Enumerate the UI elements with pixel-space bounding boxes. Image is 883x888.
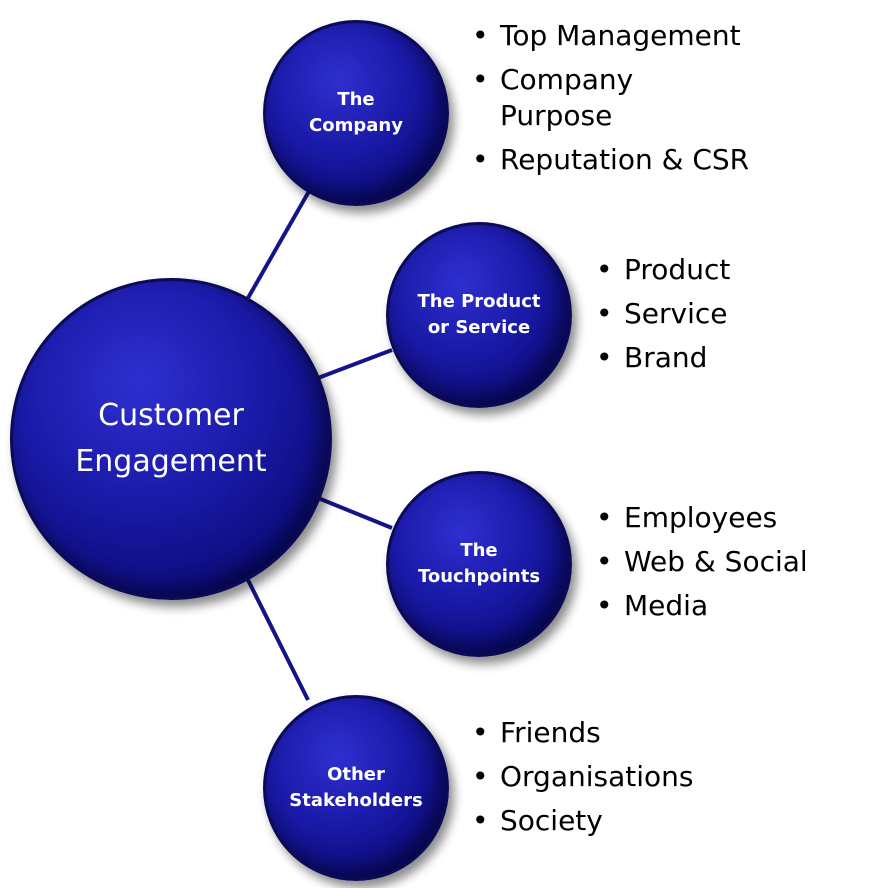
company-node: The Company — [263, 20, 449, 206]
list-item: Friends — [472, 715, 872, 751]
list-item: Brand — [596, 340, 876, 376]
product-service-node: The Product or Service — [386, 222, 572, 408]
connector-touchpoints — [317, 496, 393, 530]
company-label: The Company — [309, 89, 403, 136]
customer-engagement-node: Customer Engagement — [10, 278, 332, 600]
list-item: Employees — [596, 500, 876, 536]
list-item: Service — [596, 296, 876, 332]
company-bullet-list: Top Management Company Purpose Reputatio… — [472, 18, 872, 186]
list-item: Organisations — [472, 759, 872, 795]
list-item: Web & Social — [596, 544, 876, 580]
connector-stakeholders — [246, 579, 310, 701]
touchpoints-node: The Touchpoints — [386, 471, 572, 657]
connector-product — [317, 348, 393, 380]
list-item: Company Purpose — [472, 62, 680, 134]
product-service-label: The Product or Service — [417, 291, 541, 338]
list-item: Top Management — [472, 18, 872, 54]
touchpoints-label: The Touchpoints — [417, 540, 541, 587]
product-service-bullet-list: Product Service Brand — [596, 252, 876, 384]
list-item: Reputation & CSR — [472, 142, 872, 178]
customer-engagement-label: Customer Engagement — [75, 398, 267, 479]
list-item: Media — [596, 588, 876, 624]
touchpoints-bullet-list: Employees Web & Social Media — [596, 500, 876, 632]
list-item: Society — [472, 803, 872, 839]
stakeholders-bullet-list: Friends Organisations Society — [472, 715, 872, 847]
stakeholders-label: Other Stakeholders — [289, 764, 423, 811]
connector-company — [246, 185, 314, 299]
stakeholders-node: Other Stakeholders — [263, 695, 449, 881]
list-item: Product — [596, 252, 876, 288]
